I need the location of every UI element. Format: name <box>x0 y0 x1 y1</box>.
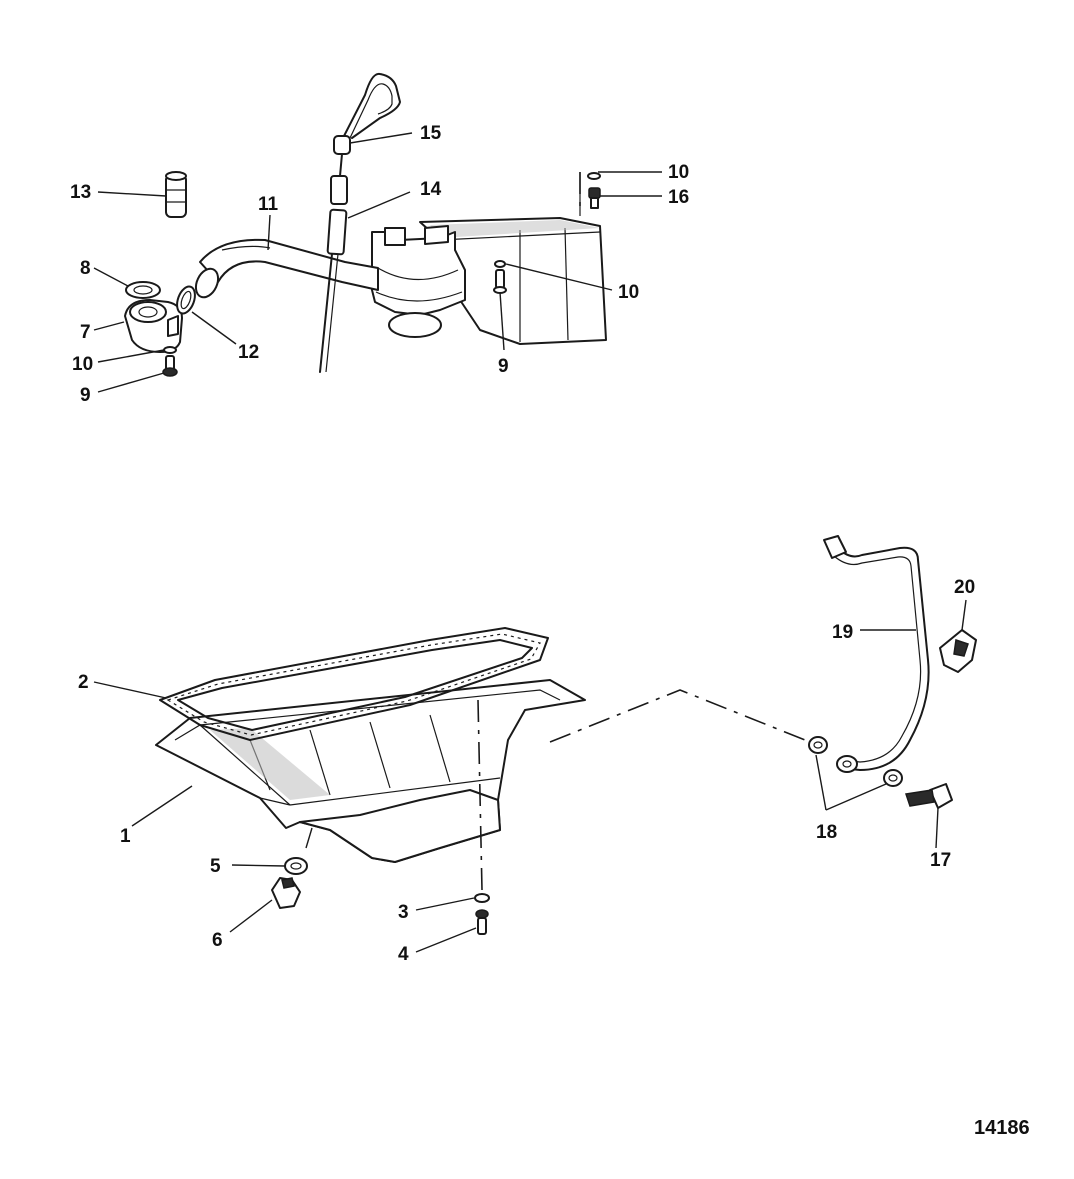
callout-2: 2 <box>78 672 89 693</box>
callout-13: 13 <box>70 182 91 203</box>
callout-10-mid: 10 <box>618 282 639 303</box>
dipstick-tube <box>319 208 348 373</box>
flange-7 <box>124 299 183 353</box>
washer-screw-left <box>162 346 178 377</box>
assembly-line-pan-bolt <box>477 699 483 891</box>
leader-lines <box>93 132 967 953</box>
clip-20 <box>939 629 977 673</box>
callout-12: 12 <box>238 342 259 363</box>
oil-pan-gasket <box>159 627 549 741</box>
assembly-line-oil-line <box>549 689 811 743</box>
callout-14: 14 <box>420 179 442 200</box>
dipstick <box>330 72 401 205</box>
callout-9-left: 9 <box>80 385 91 406</box>
gasket-8 <box>125 281 161 299</box>
drain-plug-6 <box>271 877 301 909</box>
o-ring-12 <box>176 285 196 315</box>
callout-15: 15 <box>420 123 442 144</box>
bolt-17 <box>905 783 953 809</box>
callout-10-left: 10 <box>72 354 93 375</box>
oil-pan <box>155 679 586 863</box>
oil-pump-pickup-tube <box>194 238 379 299</box>
washer-screw-center <box>493 260 507 294</box>
callout-7: 7 <box>80 322 91 343</box>
callout-6: 6 <box>212 930 223 951</box>
callout-18: 18 <box>816 822 837 843</box>
washer-5 <box>284 857 308 875</box>
callout-16: 16 <box>668 187 689 208</box>
callout-17: 17 <box>930 850 951 871</box>
washers-18 <box>808 736 903 787</box>
oil-pickup-screen <box>371 225 466 338</box>
callout-11: 11 <box>258 194 279 215</box>
callout-labels: 15 13 14 11 10 16 10 8 7 10 9 12 9 2 1 5… <box>70 123 975 965</box>
washer-bolt-16 <box>587 172 601 209</box>
callout-10-top: 10 <box>668 162 689 183</box>
callout-1: 1 <box>120 826 131 847</box>
callout-9-mid: 9 <box>498 356 509 377</box>
callout-19: 19 <box>832 622 853 643</box>
figure-number: 14186 <box>974 1117 1030 1139</box>
oil-line-19 <box>823 535 930 773</box>
washer-bolt-3-4 <box>474 893 490 935</box>
callout-3: 3 <box>398 902 409 923</box>
callout-5: 5 <box>210 856 221 877</box>
callout-20: 20 <box>954 577 975 598</box>
callout-8: 8 <box>80 258 91 279</box>
part-13-sleeve <box>165 171 187 218</box>
callout-4: 4 <box>398 944 409 965</box>
